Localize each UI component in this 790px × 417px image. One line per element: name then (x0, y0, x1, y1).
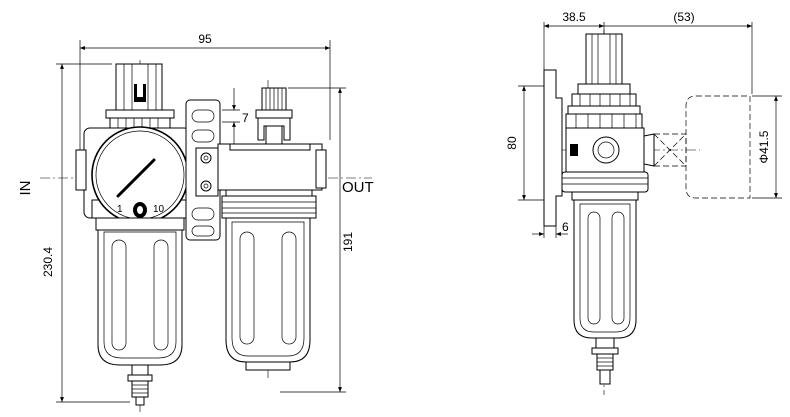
width-dimension: 95 (79, 32, 331, 160)
offset-dimension: 7 (222, 88, 249, 144)
lubricator-bowl (225, 217, 311, 371)
overall-height-dimension: 230.4 (41, 63, 130, 403)
gauge-min-label: 1 (117, 204, 123, 215)
offset-dim-label: 7 (242, 111, 249, 125)
width-dim-label: 95 (198, 32, 212, 46)
right-height-dimension: 191 (280, 87, 355, 393)
side-knob (565, 33, 643, 129)
in-port-label: IN (17, 181, 34, 196)
front-view: 95 230.4 191 7 IN OUT (17, 32, 374, 412)
side-body (561, 127, 687, 193)
right-height-label: 191 (341, 232, 355, 252)
out-port-label: OUT (342, 179, 374, 196)
side-diameter-dim-label: Φ41.5 (757, 130, 771, 163)
lubricator-body (217, 143, 327, 219)
regulator-knob (105, 63, 175, 129)
side-top-right-dim-label: (53) (673, 10, 694, 24)
side-lubricator-outline (685, 95, 751, 199)
filter-bowl (95, 217, 185, 406)
side-top-dimension: 38.5 (543, 10, 605, 88)
gauge-needle (116, 158, 156, 198)
side-view: 38.5 (53) 80 6 Φ41.5 (505, 10, 782, 395)
pressure-gauge: 1 10 (91, 126, 189, 224)
side-top-dim-label: 38.5 (562, 10, 586, 24)
gauge-max-label: 10 (153, 204, 165, 215)
mounting-bracket (185, 99, 221, 241)
side-top-right-dimension: (53) (604, 10, 753, 94)
side-height-dim-label: 80 (505, 136, 519, 150)
lubricator-adjuster (255, 87, 293, 145)
side-bracket (543, 69, 563, 227)
side-bowl (571, 191, 639, 385)
side-bracket-dim-label: 6 (562, 220, 569, 234)
side-port-outer (592, 136, 620, 164)
side-diameter-dimension: Φ41.5 (752, 95, 782, 199)
overall-height-label: 230.4 (41, 247, 55, 277)
